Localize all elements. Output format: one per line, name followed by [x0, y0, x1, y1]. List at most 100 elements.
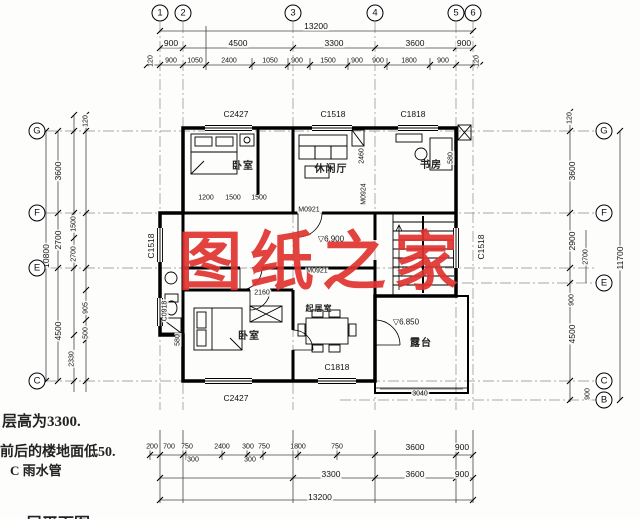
- dim-top-total: 13200: [303, 20, 329, 31]
- dim-left-fine: 2700: [70, 245, 78, 263]
- window-code-c1818-top: C1818: [399, 108, 427, 119]
- terrace-walls: [374, 295, 469, 394]
- door-code-m0921-b: M0921: [305, 267, 329, 275]
- dim-left-fine: 500: [82, 326, 90, 340]
- dim-bot-total: 13200: [307, 491, 333, 502]
- bed-bottom: [193, 305, 283, 351]
- dim-top-r3: 1800: [400, 57, 418, 65]
- plan-dim-2460: 2460: [358, 147, 366, 165]
- dim-left-mid: 3600: [52, 160, 63, 182]
- rain-pipe-symbol: C: [10, 463, 20, 478]
- axis-bubble-G-left: G: [28, 122, 46, 140]
- dim-bot-r1: 1800: [289, 443, 307, 451]
- dim-top-r2: 4500: [227, 37, 249, 48]
- dim-right-fine: 2900: [566, 230, 577, 252]
- dim-top-r2: 3600: [404, 37, 426, 48]
- bed-top: [190, 133, 255, 175]
- axis-bubble-E-left: E: [28, 259, 46, 277]
- dim-left-fine: 2330: [68, 350, 76, 368]
- elevation-mark-upper: ▽6.900: [317, 234, 345, 244]
- dim-bot-r1: 900: [453, 441, 471, 452]
- elevation-mark-lower: ▽6.850: [392, 317, 420, 327]
- dim-top-r2: 900: [455, 37, 473, 48]
- dim-top-r3: 1050: [261, 57, 279, 65]
- dim-top-r3: 120: [147, 54, 155, 68]
- dim-left-mid: 2700: [52, 229, 63, 251]
- dim-bot-r1: 750: [257, 443, 271, 451]
- stairs: [392, 213, 454, 296]
- room-label-bedroom-top: 卧室: [232, 161, 254, 172]
- axis-bubble-6: 6: [464, 4, 482, 22]
- room-label-study: 书房: [420, 160, 442, 171]
- room-label-bedroom-bottom: 卧室: [238, 331, 260, 342]
- dim-bot-r1: 700: [162, 443, 176, 451]
- dim-right-fine: 4500: [566, 323, 577, 345]
- window-code-c1518-top: C1518: [319, 108, 347, 119]
- note-storey-height: 层高为3300.: [2, 414, 81, 430]
- dim-bot-r1: 750: [330, 443, 344, 451]
- dim-bot-r2: 3300: [320, 468, 342, 479]
- window-code-c2427-bottom: C2427: [222, 392, 250, 403]
- dim-top-r3: 900: [350, 57, 364, 65]
- door-code-m0921-a: M0921: [297, 206, 321, 214]
- plan-dim-1500a: 1500: [224, 194, 242, 202]
- dim-bot-r1: 300: [241, 443, 255, 451]
- dim-right-fine: 2700: [582, 248, 590, 266]
- dimension-ticks: [42, 27, 624, 504]
- dim-top-r3: 900: [290, 57, 304, 65]
- door-code-m0924: M0924: [360, 182, 368, 206]
- dim-right-fine: 900: [568, 293, 576, 307]
- axis-bubble-C-right: C: [595, 372, 613, 390]
- dim-left-fine: 1500: [70, 215, 78, 233]
- furniture: [160, 124, 472, 390]
- window-code-c1818-bottom: C1818: [323, 361, 351, 372]
- note-plan-title-clipped: 层平面图: [26, 510, 90, 519]
- sofa: [298, 134, 348, 179]
- dim-left-mid: 4500: [52, 320, 63, 342]
- dimension-lines: [45, 26, 621, 503]
- axis-bubble-4: 4: [366, 4, 384, 22]
- dim-top-r3: 120: [473, 54, 481, 68]
- plan-dim-580a: 580: [174, 333, 182, 347]
- plan-dim-1500b: 1500: [250, 194, 268, 202]
- dim-top-r2: 900: [162, 37, 180, 48]
- elevation-mark-icon: ▽: [317, 234, 325, 244]
- dim-right-fine: 900: [584, 387, 592, 401]
- window-code-c1518-left: C1518: [145, 232, 156, 260]
- dim-bot-r1: 200: [145, 443, 159, 451]
- room-label-terrace: 露台: [410, 338, 432, 349]
- flue-boxes: [351, 124, 472, 147]
- axis-bubble-1: 1: [151, 4, 169, 22]
- rain-pipe-text: 雨水管: [22, 463, 62, 478]
- dining-table: [297, 309, 357, 353]
- axis-bubble-2: 2: [174, 4, 192, 22]
- dim-bot-r1b: 300: [186, 456, 200, 464]
- room-label-living: 起居室: [305, 304, 333, 313]
- window-code-c2427-top: C2427: [222, 108, 250, 119]
- window-code-c1518-right: C1518: [475, 233, 486, 261]
- axis-bubble-C-left: C: [28, 372, 46, 390]
- plan-dim-2160: 2160: [253, 289, 271, 297]
- axis-bubble-F-left: F: [28, 204, 46, 222]
- plan-dim-1200: 1200: [197, 194, 215, 202]
- dim-top-r2: 3300: [323, 37, 345, 48]
- doors: [239, 212, 401, 351]
- dim-bot-r1: 3600: [404, 441, 426, 452]
- dim-right-fine: 120: [566, 111, 574, 125]
- dim-right-total: 11700: [614, 245, 625, 271]
- dim-right-fine: 3600: [566, 160, 577, 182]
- axis-bubble-5: 5: [447, 4, 465, 22]
- dim-left-fine: 120: [82, 114, 90, 128]
- dim-top-r3: 900: [436, 57, 450, 65]
- dim-left-fine: 905: [82, 301, 90, 315]
- dim-bot-r1b: 300: [243, 456, 257, 464]
- dim-bot-r1: 750: [180, 443, 194, 451]
- elevation-value: 6.900: [324, 234, 345, 244]
- window-code-c0918-left: C0918: [161, 299, 169, 323]
- plan-dim-580b: 580: [447, 151, 455, 165]
- axis-bubble-B-right: B: [595, 391, 613, 409]
- note-floor-level: 前后的楼地面低50.: [0, 445, 116, 460]
- axis-bubble-E-right: E: [595, 274, 613, 292]
